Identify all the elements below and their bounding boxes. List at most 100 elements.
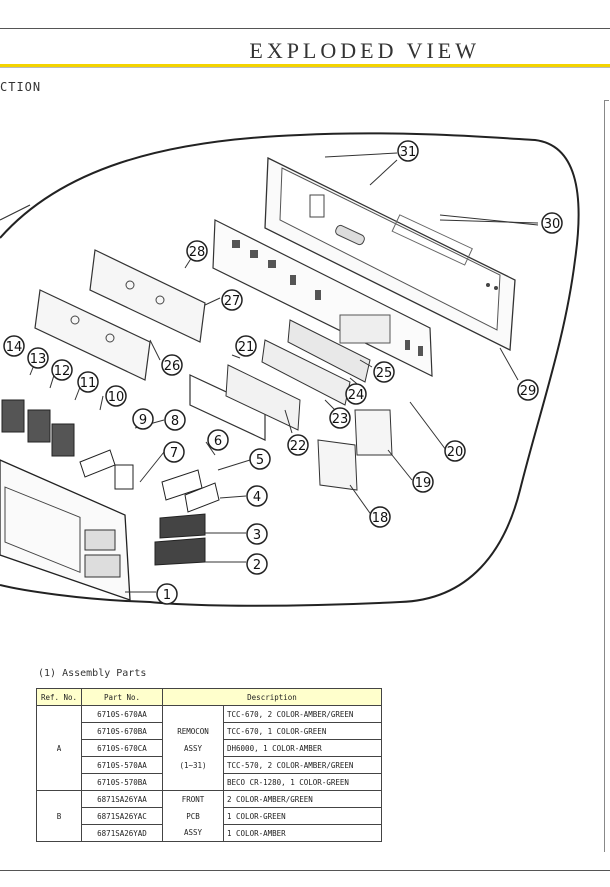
- table-row: 6871SA26YAC PCB 1 COLOR-GREEN: [37, 807, 382, 825]
- svg-text:18: 18: [372, 511, 389, 526]
- svg-text:26: 26: [164, 359, 181, 374]
- svg-text:22: 22: [290, 439, 307, 454]
- svg-text:6: 6: [214, 434, 222, 449]
- callout-12: 12: [51, 359, 73, 381]
- page-title: EXPLODED VIEW: [249, 38, 480, 63]
- svg-text:4: 4: [253, 490, 261, 505]
- svg-text:24: 24: [348, 388, 365, 403]
- main-pcb: [212, 219, 433, 377]
- group-label-line: FRONT: [162, 790, 224, 808]
- callout-7: 7: [163, 441, 185, 463]
- callout-30: 30: [541, 212, 563, 234]
- callout-27: 27: [221, 289, 243, 311]
- callout-14: 14: [3, 335, 25, 357]
- svg-text:13: 13: [30, 352, 47, 367]
- callout-2: 2: [246, 553, 268, 575]
- description-cell: TCC-570, 2 COLOR-AMBER/GREEN: [223, 756, 382, 774]
- col-description: Description: [162, 688, 382, 706]
- part-no-cell: 6871SA26YAC: [81, 807, 163, 825]
- part-no-cell: 6871SA26YAD: [81, 824, 163, 842]
- side-brackets: [317, 409, 393, 491]
- svg-text:8: 8: [171, 414, 179, 429]
- callouts: 1 2 3 4 5 6 7 8 9 10 11 12 13 14 18 19 2…: [3, 140, 563, 605]
- callout-23: 23: [329, 407, 351, 429]
- description-cell: DH6000, 1 COLOR-AMBER: [223, 739, 382, 757]
- description-cell: TCC-670, 2 COLOR-AMBER/GREEN: [223, 705, 382, 723]
- svg-text:5: 5: [256, 453, 264, 468]
- svg-text:23: 23: [332, 412, 349, 427]
- assembly-parts-title: (1) Assembly Parts: [38, 668, 147, 679]
- group-label-line: ASSY: [162, 739, 224, 757]
- diagram-outline: [0, 132, 580, 607]
- svg-text:27: 27: [224, 294, 241, 309]
- callout-31: 31: [397, 140, 419, 162]
- group-cell: [162, 705, 224, 723]
- callout-11: 11: [77, 371, 99, 393]
- left-leader: [0, 204, 31, 221]
- lcd-parts: [189, 319, 371, 441]
- table-header-row: Ref. No. Part No. Description: [36, 688, 382, 706]
- exploded-view-diagram: 1 2 3 4 5 6 7 8 9 10 11 12 13 14 18 19 2…: [0, 132, 580, 607]
- group-label-line: ASSY: [162, 824, 224, 842]
- svg-text:14: 14: [6, 340, 23, 355]
- table-row: 6710S-670BA REMOCON TCC-670, 1 COLOR-GRE…: [37, 722, 382, 740]
- group-cell: [162, 773, 224, 791]
- svg-text:11: 11: [80, 376, 97, 391]
- description-cell: 1 COLOR-GREEN: [223, 807, 382, 825]
- col-part-no: Part No.: [81, 688, 163, 706]
- part-no-cell: 6871SA26YAA: [81, 790, 163, 808]
- callout-19: 19: [412, 471, 434, 493]
- right-margin-tick: [604, 100, 609, 101]
- svg-text:28: 28: [189, 245, 206, 260]
- table-row: 6710S-570BA BECO CR-1280, 1 COLOR-GREEN: [37, 773, 382, 791]
- svg-text:12: 12: [54, 364, 71, 379]
- description-cell: BECO CR-1280, 1 COLOR-GREEN: [223, 773, 382, 791]
- part-no-cell: 6710S-570AA: [81, 756, 163, 774]
- buttons: [1, 399, 220, 566]
- svg-text:19: 19: [415, 476, 432, 491]
- table-row: 6871SA26YAD ASSY 1 COLOR-AMBER: [37, 824, 382, 842]
- header-underline: [0, 67, 610, 68]
- callout-10: 10: [105, 385, 127, 407]
- svg-text:29: 29: [520, 384, 537, 399]
- svg-text:20: 20: [447, 445, 464, 460]
- callout-18: 18: [369, 506, 391, 528]
- table-row: B 6871SA26YAA FRONT 2 COLOR-AMBER/GREEN: [36, 790, 382, 842]
- table-row: A 6710S-670AA TCC-670, 2 COLOR-AMBER/GRE…: [36, 705, 382, 791]
- callout-1: 1: [156, 583, 178, 605]
- svg-text:21: 21: [238, 340, 255, 355]
- top-rule: [0, 28, 610, 29]
- callout-21: 21: [235, 335, 257, 357]
- front-pcb-plates: [34, 249, 206, 381]
- description-cell: TCC-670, 1 COLOR-GREEN: [223, 722, 382, 740]
- callout-3: 3: [246, 523, 268, 545]
- svg-text:25: 25: [376, 366, 393, 381]
- callout-20: 20: [444, 440, 466, 462]
- callout-29: 29: [517, 379, 539, 401]
- callout-24: 24: [345, 383, 367, 405]
- group-label-line: REMOCON: [162, 722, 224, 740]
- assembly-parts-table: Ref. No. Part No. Description A 6710S-67…: [36, 688, 382, 842]
- callout-13: 13: [27, 347, 49, 369]
- svg-text:7: 7: [170, 446, 178, 461]
- callout-9: 9: [132, 408, 154, 430]
- svg-text:9: 9: [139, 413, 147, 428]
- ref-cell: A: [36, 705, 82, 791]
- bottom-rule: [0, 870, 610, 871]
- callout-28: 28: [186, 240, 208, 262]
- callout-22: 22: [287, 434, 309, 456]
- callout-8: 8: [164, 409, 186, 431]
- table-row: 6710S-570AA (1~31) TCC-570, 2 COLOR-AMBE…: [37, 756, 382, 774]
- yellow-header-bar: [0, 64, 610, 67]
- front-bezel: [0, 459, 131, 601]
- right-margin-rule: [604, 100, 605, 852]
- part-no-cell: 6710S-670BA: [81, 722, 163, 740]
- callout-26: 26: [161, 354, 183, 376]
- callout-25: 25: [373, 361, 395, 383]
- svg-text:31: 31: [400, 145, 417, 160]
- part-no-cell: 6710S-670CA: [81, 739, 163, 757]
- description-cell: 1 COLOR-AMBER: [223, 824, 382, 842]
- ref-cell: B: [36, 790, 82, 842]
- col-ref-no: Ref. No.: [36, 688, 82, 706]
- svg-text:3: 3: [253, 528, 261, 543]
